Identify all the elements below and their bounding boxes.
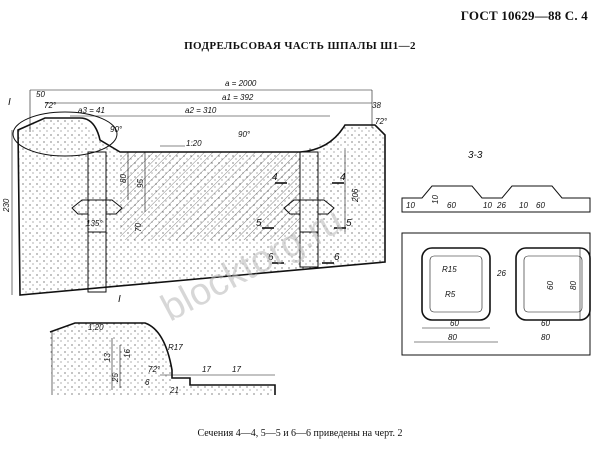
section-3-3: 3-3 10 60 10 26 10 60 10: [401, 150, 591, 213]
dim-a2: a2 = 310: [185, 106, 217, 115]
section-6-right: 6: [334, 252, 340, 263]
sleeper-hatch-region: [120, 152, 300, 240]
right-channel: [299, 151, 319, 268]
s33-dim-5: 10: [519, 201, 528, 210]
angle-135: 135°: [86, 219, 103, 228]
dim-80: 80: [119, 174, 128, 183]
s33-dim-4: 26: [496, 201, 506, 210]
angle-72-left: 72°: [44, 101, 57, 110]
s33-dim-3: 10: [483, 201, 492, 210]
plan-dim-60-right: 60: [546, 281, 555, 290]
dim-a: a = 2000: [225, 79, 257, 88]
dim-230: 230: [2, 198, 11, 213]
s33-dim-vert: 10: [431, 195, 440, 204]
detail-dim-h2: 21: [169, 386, 179, 395]
detail-dim-h4: 17: [232, 365, 241, 374]
detail-dim-h3: 17: [202, 365, 211, 374]
detail-dim-v1: 13: [103, 353, 112, 362]
plan-cell-left: [421, 247, 491, 321]
dim-a1: a1 = 392: [222, 93, 254, 102]
section-3-3-label: 3-3: [468, 150, 483, 161]
section-5-right: 5: [346, 218, 352, 229]
section-markers: [262, 182, 346, 264]
plan-r15: R15: [442, 265, 457, 274]
dim-50: 50: [36, 90, 45, 99]
plan-cell-right-inner: [523, 255, 583, 313]
left-rail-insert: [71, 199, 123, 233]
plan-r5: R5: [445, 290, 456, 299]
main-longitudinal-view: 50 a = 2000 a1 = 392 a2 = 310 a3 = 41 38…: [2, 79, 388, 305]
figure-caption: Сечения 4—4, 5—5 и 6—6 приведены на черт…: [197, 428, 403, 439]
plan-view: R15 R5 26 60 80 60 80 60 80: [401, 232, 591, 356]
dim-38: 38: [372, 101, 381, 110]
plan-cell-right: [515, 247, 591, 321]
dim-95: 95: [136, 179, 145, 188]
detail-dim-v2: 25: [111, 373, 120, 383]
detail-dim-h1: 6: [145, 378, 150, 387]
detail-slope: 1:20: [88, 323, 104, 332]
s33-dim-6: 60: [536, 201, 545, 210]
dim-a3: a3 = 41: [78, 106, 105, 115]
detail-outline: [49, 322, 276, 395]
detail-dim-v3: 16: [123, 349, 132, 358]
angle-90-b: 90°: [238, 130, 251, 139]
section-4-left: 4: [272, 172, 278, 183]
plan-dim-80-right: 80: [569, 281, 578, 290]
plan-dim-80-b2: 80: [541, 333, 550, 342]
section-5-left: 5: [256, 218, 262, 229]
view-label-I: I: [8, 97, 11, 108]
detail-angle-72: 72°: [148, 365, 161, 374]
detail-fill: [50, 323, 275, 395]
slope-label: 1:20: [186, 139, 202, 148]
section-3-3-profile: [401, 185, 591, 213]
angle-90-a: 90°: [110, 125, 123, 134]
section-6-left: 6: [268, 252, 274, 263]
plan-cell-left-inner: [429, 255, 483, 313]
right-rail-insert: [283, 199, 335, 233]
detail-label-I-below: I: [118, 294, 121, 305]
dim-70: 70: [134, 223, 143, 232]
plan-dim-60-bottom: 60: [450, 319, 459, 328]
standard-number: ГОСТ 10629—88 С. 4: [460, 8, 588, 23]
plan-dim-80-bottom: 80: [448, 333, 457, 342]
plan-dim-26: 26: [496, 269, 506, 278]
detail-circle-I: [12, 111, 118, 157]
detail-r17: R17: [168, 343, 183, 352]
dim-206: 206: [351, 188, 360, 203]
page-title: ПОДРЕЛЬСОВАЯ ЧАСТЬ ШПАЛЫ Ш1—2: [184, 40, 416, 52]
s33-dim-1: 10: [406, 201, 415, 210]
s33-dim-2: 60: [447, 201, 456, 210]
plan-dim-60-b2: 60: [541, 319, 550, 328]
section-4-right: 4: [340, 172, 346, 183]
angle-72-right: 72°: [375, 117, 388, 126]
detail-I: 1:20 R17 72° 13 25 16 6 21 17 17: [49, 322, 276, 395]
